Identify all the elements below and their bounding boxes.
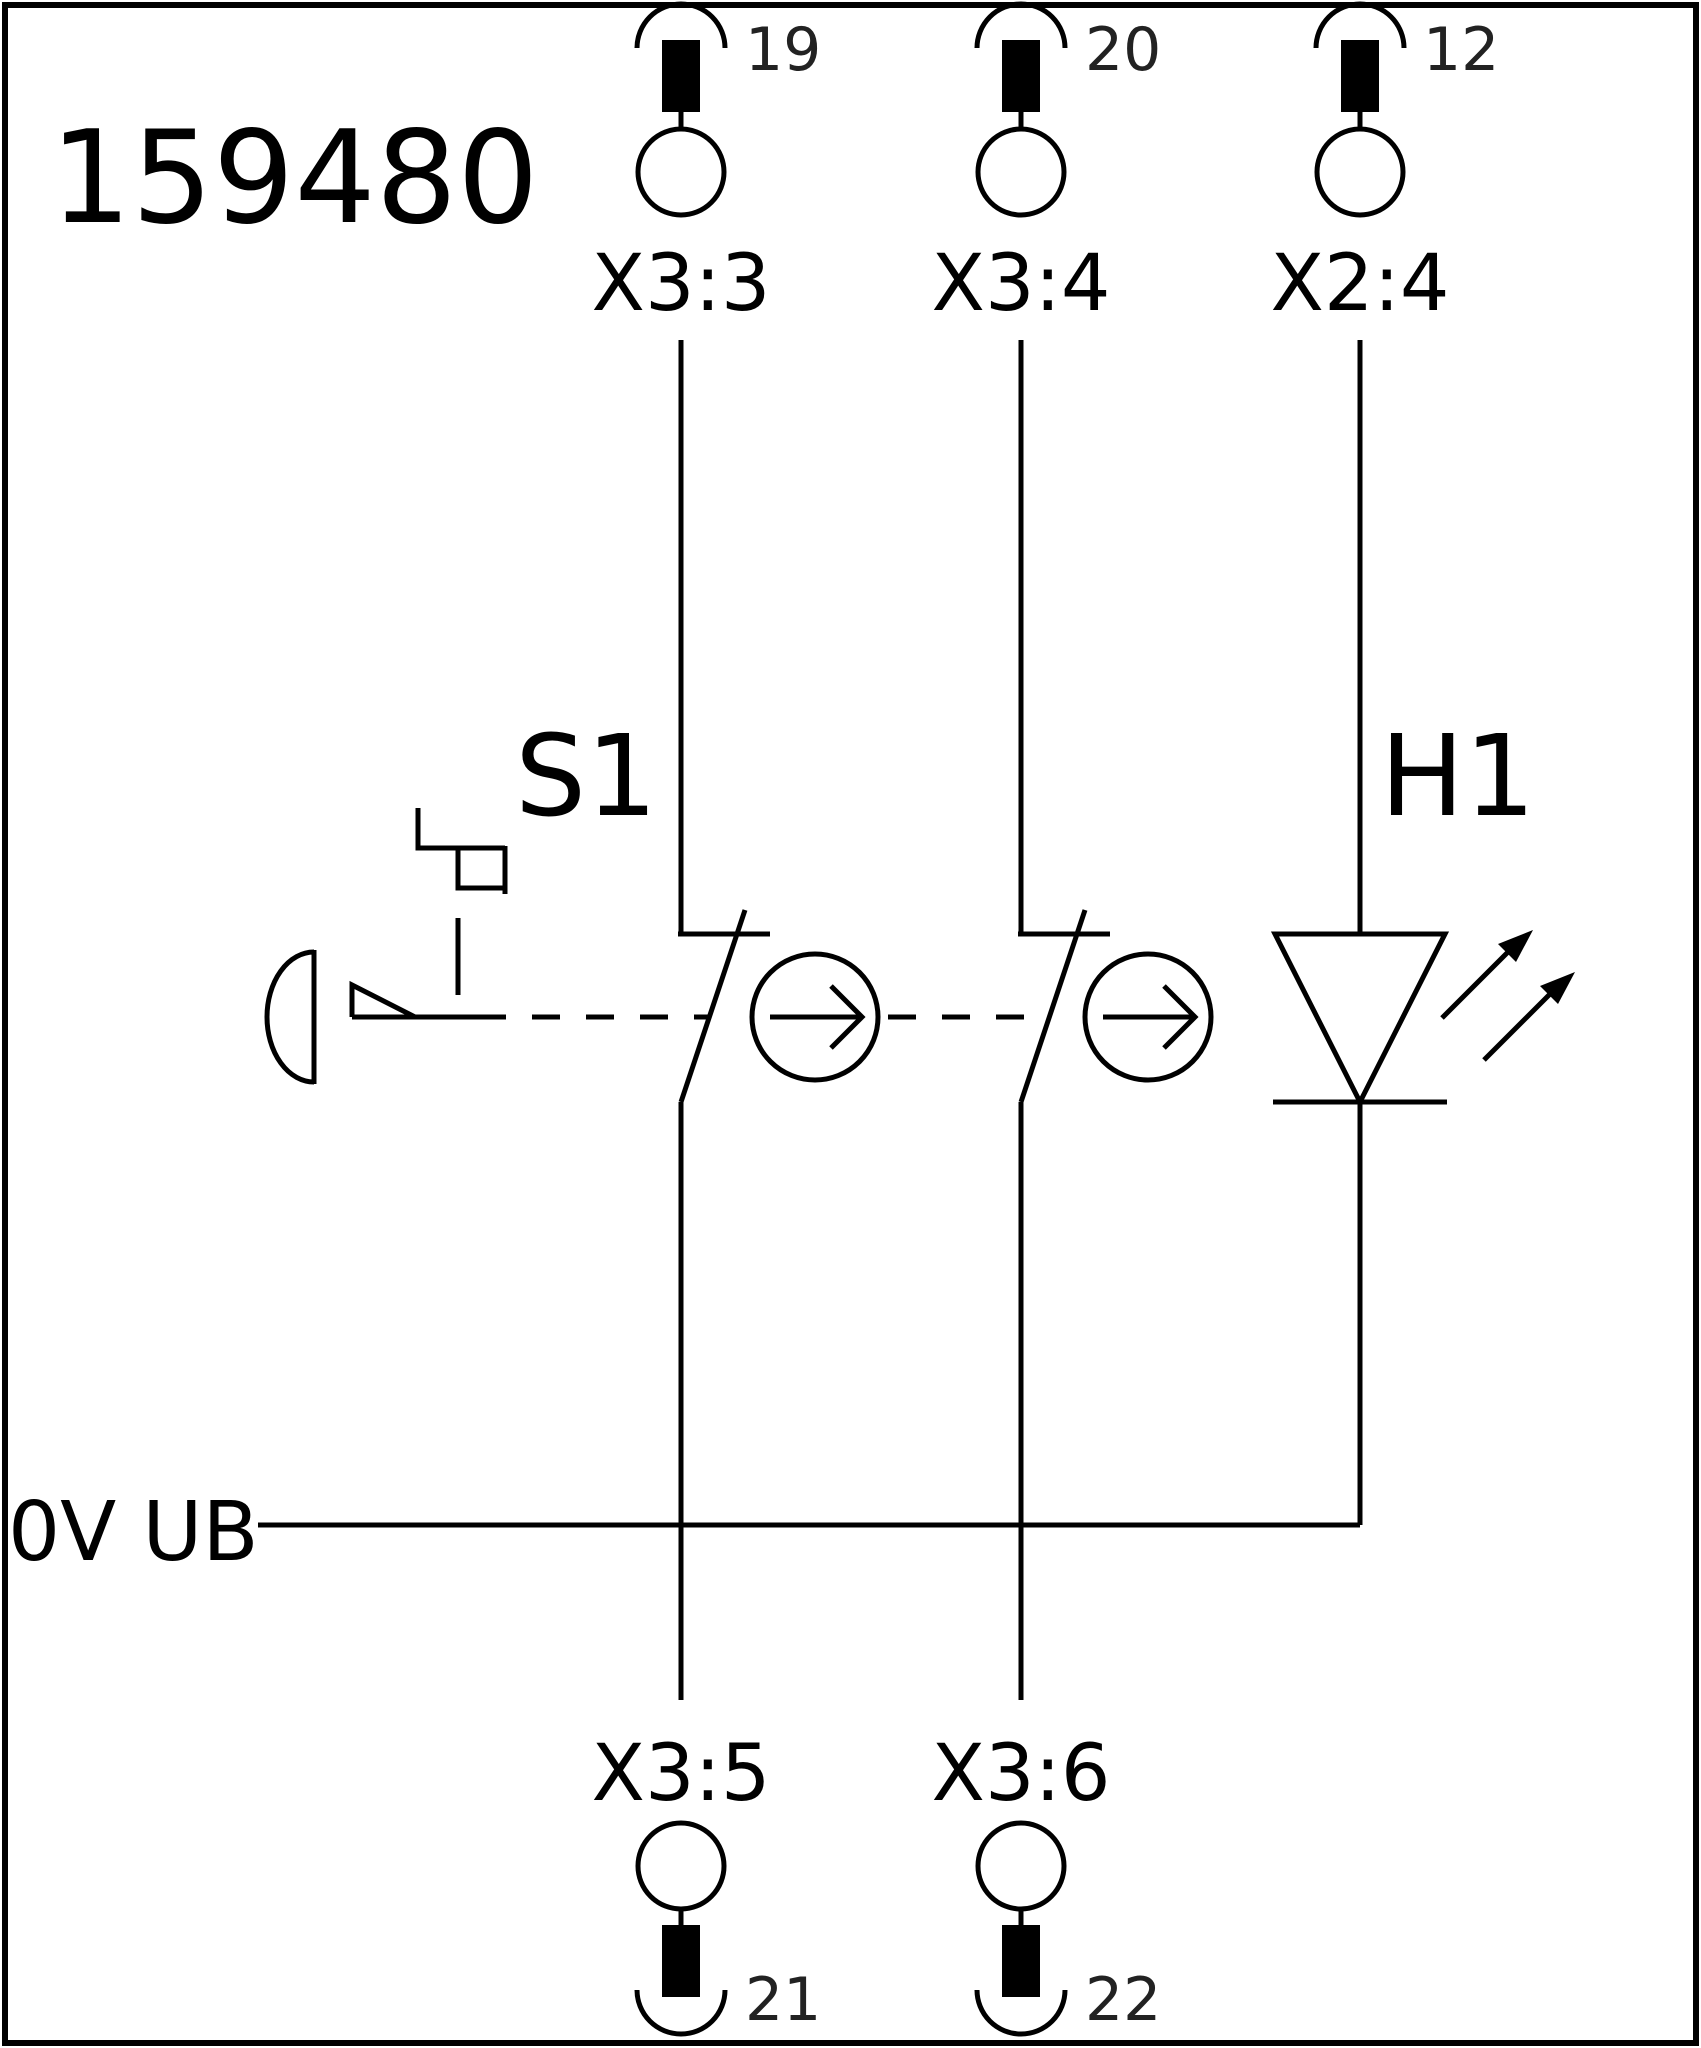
connector-hood-icon (634, 1, 728, 49)
top-terminal-1[interactable]: 19 X3:3 (592, 1, 822, 329)
terminal-circle-icon (975, 126, 1067, 218)
emergency-stop-actuator (264, 808, 508, 1085)
switch-designator: S1 (515, 712, 657, 842)
arrow-head (1162, 984, 1199, 1050)
contact-blade (678, 909, 748, 1103)
pin-number: 21 (745, 1965, 821, 2035)
bottom-terminal-2[interactable]: X3:6 22 (932, 1729, 1162, 2037)
terminal-circle-icon (1314, 126, 1406, 218)
connector-pin-icon (1341, 40, 1379, 112)
pin-number: 19 (745, 15, 821, 85)
diode-triangle-icon (1270, 931, 1450, 1108)
pin-number: 22 (1085, 1965, 1161, 2035)
positive-opening-icon (749, 951, 881, 1083)
connector-hood-icon (634, 1989, 728, 2037)
connector-pin-icon (662, 1925, 700, 1997)
pin-number: 20 (1085, 15, 1161, 85)
terminal-label: X3:5 (592, 1729, 771, 1819)
connector-hood-icon (1313, 1, 1407, 49)
switch-contact-1 (678, 340, 881, 1700)
connector-pin-icon (1002, 40, 1040, 112)
terminal-circle-icon (635, 1820, 727, 1912)
positive-opening-icon (1082, 951, 1214, 1083)
arrow-head-icon (1540, 972, 1575, 1004)
light-ray-2 (1482, 988, 1556, 1062)
connector-hood-icon (974, 1989, 1068, 2037)
terminal-circle-icon (975, 1820, 1067, 1912)
latch-triangle-icon (349, 980, 417, 1020)
arrow-head (829, 984, 866, 1050)
top-terminal-3[interactable]: 12 X2:4 (1271, 1, 1500, 329)
connector-hood-icon (974, 1, 1068, 49)
bus-label: 0V UB (8, 1485, 259, 1580)
top-terminal-2[interactable]: 20 X3:4 (932, 1, 1162, 329)
terminal-circle-icon (635, 126, 727, 218)
mushroom-head-icon (264, 949, 315, 1085)
light-ray-1 (1440, 946, 1514, 1020)
pin-number: 12 (1423, 15, 1499, 85)
terminal-label: X2:4 (1271, 239, 1450, 329)
terminal-label: X3:3 (592, 239, 771, 329)
lamp-designator: H1 (1380, 712, 1535, 842)
bottom-terminal-1[interactable]: X3:5 21 (592, 1729, 822, 2037)
part-number: 159480 (50, 104, 539, 253)
connector-pin-icon (1002, 1925, 1040, 1997)
terminal-label: X3:4 (932, 239, 1111, 329)
terminal-label: X3:6 (932, 1729, 1111, 1819)
contact-blade (1018, 909, 1088, 1103)
led-indicator (1270, 340, 1575, 1525)
connector-pin-icon (662, 40, 700, 112)
switch-contact-2 (1018, 340, 1214, 1700)
arrow-head-icon (1498, 930, 1533, 962)
